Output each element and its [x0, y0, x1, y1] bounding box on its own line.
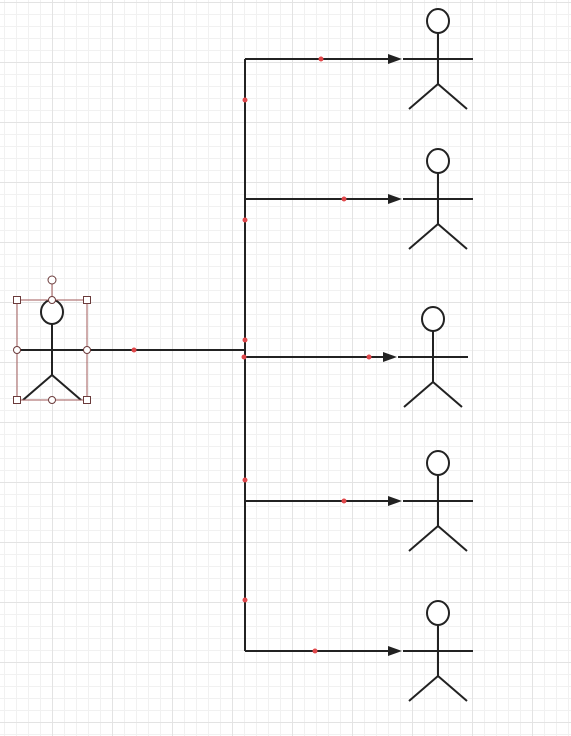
- resize-handle-s[interactable]: [48, 396, 56, 404]
- connector-group: [87, 54, 402, 656]
- waypoint-handle[interactable]: [242, 597, 248, 603]
- resize-handle-w[interactable]: [13, 346, 21, 354]
- actor-target-2[interactable]: [403, 148, 473, 250]
- waypoint-handle[interactable]: [318, 56, 324, 62]
- waypoint-handle[interactable]: [341, 196, 347, 202]
- waypoint-handle[interactable]: [242, 477, 248, 483]
- resize-handle-sw[interactable]: [13, 396, 21, 404]
- arrowhead-1: [388, 54, 402, 64]
- waypoint-handle[interactable]: [242, 337, 248, 343]
- actor-target-5[interactable]: [403, 600, 473, 702]
- arrowhead-5: [388, 646, 402, 656]
- rotate-handle[interactable]: [47, 275, 57, 285]
- selection-handles: [13, 275, 91, 404]
- waypoint-handle[interactable]: [366, 354, 372, 360]
- actor-target-1[interactable]: [403, 8, 473, 110]
- arrowhead-2: [388, 194, 402, 204]
- waypoint-handle[interactable]: [312, 648, 318, 654]
- waypoint-handle[interactable]: [131, 347, 137, 353]
- waypoint-handle[interactable]: [341, 498, 347, 504]
- resize-handle-nw[interactable]: [13, 296, 21, 304]
- resize-handle-e[interactable]: [83, 346, 91, 354]
- arrowhead-4: [388, 496, 402, 506]
- waypoint-handle[interactable]: [241, 354, 247, 360]
- edge-waypoints: [131, 56, 372, 654]
- waypoint-handle[interactable]: [242, 97, 248, 103]
- actor-source[interactable]: [17, 299, 87, 401]
- actor-target-3[interactable]: [398, 306, 468, 408]
- resize-handle-ne[interactable]: [83, 296, 91, 304]
- resize-handle-se[interactable]: [83, 396, 91, 404]
- arrowhead-3: [383, 352, 397, 362]
- resize-handle-n[interactable]: [48, 296, 56, 304]
- waypoint-handle[interactable]: [242, 217, 248, 223]
- actor-target-4[interactable]: [403, 450, 473, 552]
